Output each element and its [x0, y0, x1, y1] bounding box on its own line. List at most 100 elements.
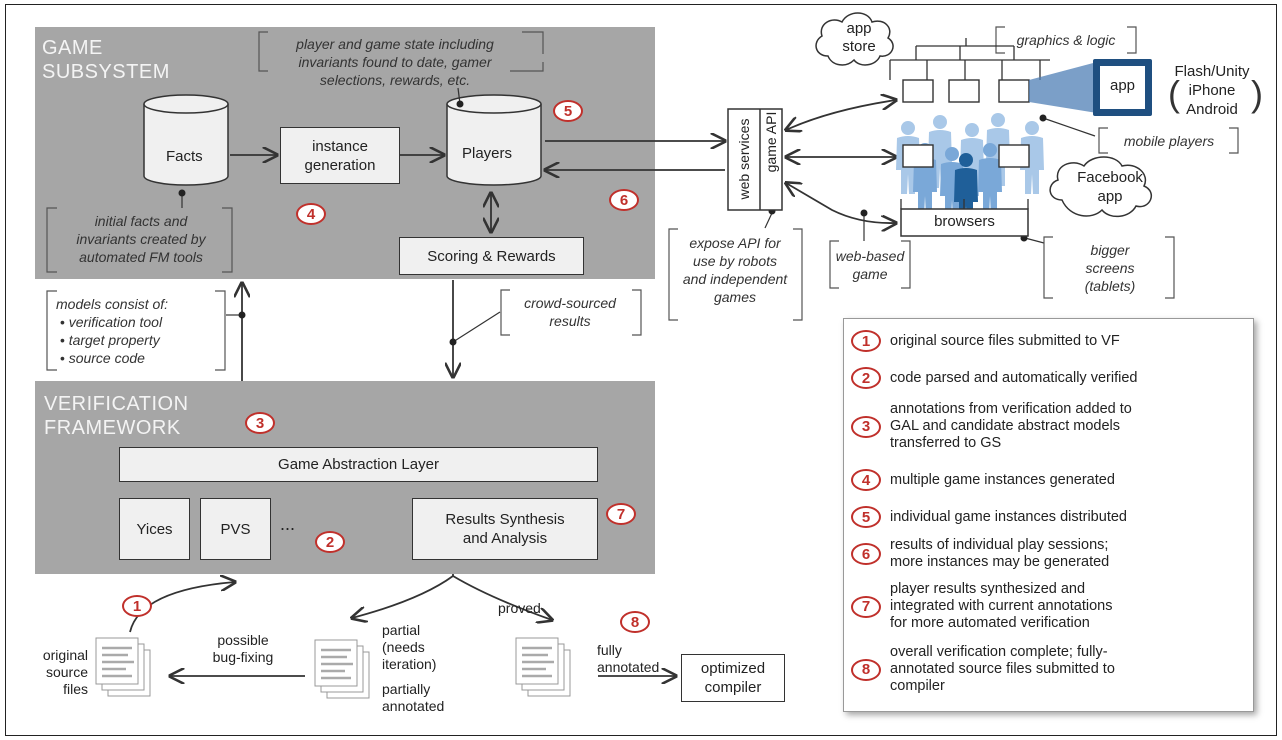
models-note-title: models consist of:	[56, 296, 169, 312]
game-api-label: game API	[763, 111, 779, 173]
models-note-item: • source code	[56, 350, 145, 366]
flow-line: partially	[382, 681, 431, 697]
legend-line: GAL and candidate abstract models	[890, 418, 1120, 434]
crowd-sourced-note: crowd-sourced results	[505, 294, 635, 330]
models-item-text: target property	[68, 332, 160, 348]
legend-badge: 4	[851, 469, 881, 491]
game-state-note: player and game state including invarian…	[266, 35, 524, 89]
legend-text: overall verification complete; fully- an…	[890, 644, 1115, 695]
box-line: PVS	[220, 520, 251, 538]
legend-badge: 1	[851, 330, 881, 352]
legend-line: individual game instances distributed	[890, 508, 1127, 525]
legend-badge: 3	[851, 415, 881, 438]
app-slots-middle	[902, 144, 1030, 168]
graphics-logic-note: graphics & logic	[1016, 32, 1116, 48]
box-line: compiler	[704, 679, 762, 696]
note-line: use by robots	[692, 253, 778, 269]
box-line: instance	[312, 137, 368, 155]
note-line: game	[852, 266, 888, 282]
flow-line: source	[45, 664, 88, 680]
facts-label: Facts	[166, 148, 203, 165]
legend-text: original source files submitted to VF	[890, 333, 1120, 350]
step-badge-3: 3	[245, 412, 275, 434]
legend-line: overall verification complete; fully-	[890, 644, 1108, 660]
box-line: Game Abstraction Layer	[278, 456, 439, 473]
flow-line: annotated	[597, 659, 660, 675]
legend-badge: 6	[851, 543, 881, 565]
platform-line: iPhone	[1188, 82, 1236, 99]
partially-annotated-label: partially annotated	[382, 681, 444, 715]
solver-ellipsis: ...	[280, 514, 296, 534]
legend-line: code parsed and automatically verified	[890, 369, 1138, 386]
game-abstraction-layer-box: Game Abstraction Layer	[119, 447, 598, 482]
step-badge-7: 7	[606, 503, 636, 525]
note-line: selections, rewards, etc.	[319, 72, 471, 88]
cloud-line: app	[846, 20, 872, 37]
results-synthesis-box: Results Synthesis and Analysis	[412, 498, 598, 560]
legend-line: more instances may be generated	[890, 554, 1110, 570]
initial-facts-note: initial facts and invariants created by …	[52, 212, 230, 266]
partial-label: partial (needs iteration)	[382, 622, 436, 673]
mobile-players-note: mobile players	[1123, 133, 1215, 149]
legend-line: compiler	[890, 678, 945, 694]
legend-line: transferred to GS	[890, 435, 1002, 451]
box-line: Results Synthesis	[445, 511, 565, 528]
legend-line: annotations from verification added to	[890, 401, 1132, 417]
note-line: player and game state including	[296, 36, 494, 52]
web-services-block	[727, 108, 783, 211]
flow-line: bug-fixing	[212, 649, 274, 665]
players-database	[446, 94, 542, 186]
title-line: SUBSYSTEM	[42, 61, 170, 83]
bug-fixing-label: possible bug-fixing	[198, 632, 288, 666]
legend-item: 4 multiple game instances generated	[844, 469, 1249, 491]
platform-label: Flash/Unity iPhone Android	[1162, 62, 1262, 119]
original-source-label: original source files	[24, 647, 88, 698]
legend-text: player results synthesized and integrate…	[890, 581, 1112, 632]
box-line: generation	[304, 156, 376, 174]
platform-line: Flash/Unity	[1174, 63, 1250, 80]
browsers-label: browsers	[934, 213, 995, 230]
flow-line: (needs	[382, 639, 425, 655]
app-store-label: app store	[833, 20, 885, 56]
flow-line: partial	[382, 622, 421, 638]
players-label: Players	[462, 145, 513, 162]
title-line: FRAMEWORK	[44, 417, 181, 439]
legend-text: results of individual play sessions; mor…	[890, 537, 1109, 571]
flow-line: annotated	[382, 698, 445, 714]
models-note: models consist of: • verification tool •…	[56, 295, 228, 367]
cloud-line: store	[842, 38, 876, 55]
note-brackets	[46, 26, 1239, 371]
title-line: GAME	[42, 37, 103, 59]
app-label: app	[1109, 77, 1136, 94]
original-source-docs	[95, 637, 151, 697]
proved-label: proved	[498, 600, 541, 616]
instance-generation-box: instance generation	[280, 127, 400, 184]
app-store-cloud	[815, 12, 894, 66]
note-line: screens	[1085, 260, 1135, 276]
platform-brace-left: (	[1168, 73, 1180, 114]
models-note-item: • verification tool	[56, 314, 163, 330]
verification-framework-title: VERIFICATION FRAMEWORK	[44, 392, 189, 440]
legend-item: 1 original source files submitted to VF	[844, 330, 1249, 352]
note-line: crowd-sourced	[524, 295, 616, 311]
note-line: (tablets)	[1084, 278, 1136, 294]
legend-panel: 1 original source files submitted to VF …	[843, 318, 1254, 712]
note-line: web-based	[835, 248, 905, 264]
app-distribution-tree	[889, 38, 1050, 80]
box-line: and Analysis	[462, 530, 548, 547]
legend-line: multiple game instances generated	[890, 471, 1115, 488]
bigger-screens-note: bigger screens (tablets)	[1050, 241, 1170, 295]
legend-text: multiple game instances generated	[890, 472, 1115, 489]
facebook-cloud	[1049, 156, 1153, 218]
facebook-label: Facebook app	[1070, 168, 1150, 206]
legend-text: annotations from verification added to G…	[890, 401, 1132, 452]
models-item-text: source code	[68, 350, 145, 366]
legend-badge: 8	[851, 658, 881, 681]
note-line: results	[549, 313, 591, 329]
note-line: invariants found to date, gamer	[298, 54, 492, 70]
box-line: Yices	[136, 520, 173, 538]
step-badge-8: 8	[620, 611, 650, 633]
expose-api-note: expose API for use by robots and indepen…	[672, 234, 798, 306]
facts-database	[143, 94, 229, 186]
